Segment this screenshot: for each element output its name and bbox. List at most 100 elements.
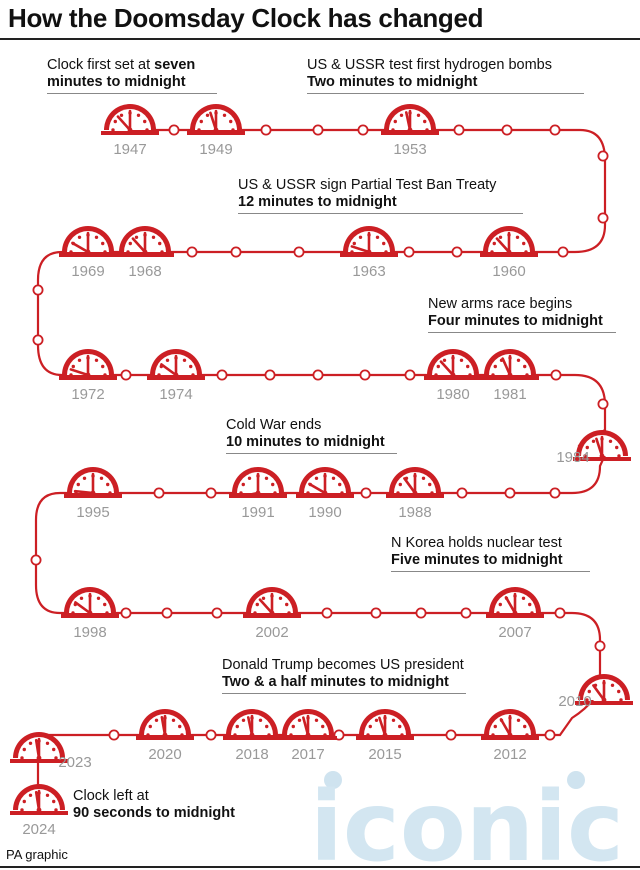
timeline-dot bbox=[205, 487, 217, 499]
annotation-line: New arms race begins bbox=[428, 296, 616, 313]
minute-hand bbox=[258, 598, 274, 615]
year-label: 1972 bbox=[71, 386, 104, 403]
timeline-dot bbox=[30, 554, 42, 566]
annotation-emphasis: seven bbox=[154, 57, 196, 73]
clock-marker-2012: 2012 bbox=[481, 709, 539, 763]
timeline-dot bbox=[360, 487, 372, 499]
annotation-text: Donald Trump becomes US president bbox=[222, 657, 464, 673]
timeline-dot bbox=[501, 124, 513, 136]
timeline-dot bbox=[451, 246, 463, 258]
timeline-dot bbox=[415, 607, 427, 619]
year-label: 2015 bbox=[368, 746, 401, 763]
year-label: 1990 bbox=[308, 504, 341, 521]
timeline-dot bbox=[120, 607, 132, 619]
annotation-line: N Korea holds nuclear test bbox=[391, 535, 590, 552]
timeline-dot bbox=[403, 246, 415, 258]
clock-marker-1953: 1953 bbox=[381, 104, 439, 158]
page-title: How the Doomsday Clock has changed bbox=[8, 3, 484, 33]
year-label: 1980 bbox=[436, 386, 469, 403]
year-label: 1984 bbox=[556, 449, 589, 466]
annotation-line: 12 minutes to midnight bbox=[238, 194, 523, 211]
minute-hand bbox=[73, 489, 95, 495]
timeline-dot bbox=[108, 729, 120, 741]
timeline-dot bbox=[230, 246, 242, 258]
timeline-dot bbox=[260, 124, 272, 136]
clock-marker-1963: 1963 bbox=[340, 226, 398, 280]
clock-marker-1988: 1988 bbox=[386, 467, 444, 521]
timeline-dot bbox=[205, 729, 217, 741]
minute-hand bbox=[439, 360, 455, 377]
year-label: 1991 bbox=[241, 504, 274, 521]
year-label: 2017 bbox=[291, 746, 324, 763]
clock-marker-2015: 2015 bbox=[356, 709, 414, 763]
clock-marker-1991: 1991 bbox=[229, 467, 287, 521]
timeline-dot bbox=[120, 369, 132, 381]
minute-hand bbox=[595, 437, 604, 458]
annotation-line: Two & a half minutes to midnight bbox=[222, 674, 466, 691]
clock-marker-2024: 2024 bbox=[10, 784, 68, 838]
year-label: 1998 bbox=[73, 624, 106, 641]
timeline-dot bbox=[597, 212, 609, 224]
annotation-text: Clock left at bbox=[73, 788, 149, 804]
clock-marker-1984: 1984 bbox=[556, 430, 631, 466]
timeline-dot bbox=[186, 246, 198, 258]
timeline-dot bbox=[359, 369, 371, 381]
timeline-dot bbox=[453, 124, 465, 136]
annotation-line: Four minutes to midnight bbox=[428, 313, 616, 330]
year-label: 2007 bbox=[498, 624, 531, 641]
clock-marker-1990: 1990 bbox=[296, 467, 354, 521]
clock-marker-2020: 2020 bbox=[136, 709, 194, 763]
clock-marker-2002: 2002 bbox=[243, 587, 301, 641]
annotation-line: Two minutes to midnight bbox=[307, 74, 584, 91]
annotation-text: New arms race begins bbox=[428, 296, 573, 312]
clock-marker-1972: 1972 bbox=[59, 349, 117, 403]
annotation-text: US & USSR test first hydrogen bombs bbox=[307, 57, 552, 73]
minute-hand bbox=[239, 491, 260, 499]
timeline-dot bbox=[370, 607, 382, 619]
timeline-dot bbox=[168, 124, 180, 136]
year-label: 1995 bbox=[76, 504, 109, 521]
year-label: 2010 bbox=[558, 693, 591, 710]
timeline-dot bbox=[32, 284, 44, 296]
year-label: 1960 bbox=[492, 263, 525, 280]
minute-hand bbox=[403, 477, 417, 495]
annotation-emphasis: Five minutes to midnight bbox=[391, 552, 563, 568]
year-label: 1968 bbox=[128, 263, 161, 280]
clock-marker-2018: 2018 bbox=[223, 709, 281, 763]
watermark: iconic bbox=[310, 771, 624, 870]
minute-hand bbox=[495, 237, 511, 254]
minute-hand bbox=[69, 368, 90, 377]
annotation-line: Clock left at bbox=[73, 788, 235, 805]
minute-hand bbox=[160, 363, 178, 377]
clock-marker-1980: 1980 bbox=[424, 349, 482, 403]
timeline-dot bbox=[404, 369, 416, 381]
timeline-dot bbox=[357, 124, 369, 136]
clock-marker-2017: 2017 bbox=[279, 709, 337, 763]
annotation-emphasis: 10 minutes to midnight bbox=[226, 434, 385, 450]
minute-hand bbox=[209, 111, 218, 132]
annotation-emphasis: Two minutes to midnight bbox=[307, 74, 478, 90]
clock-marker-1998: 1998 bbox=[61, 587, 119, 641]
timeline-dot bbox=[445, 729, 457, 741]
minute-hand bbox=[131, 237, 147, 254]
clock-marker-1960: 1960 bbox=[480, 226, 538, 280]
annotation-emphasis: 90 seconds to midnight bbox=[73, 805, 235, 821]
timeline-dot bbox=[312, 124, 324, 136]
timeline-dot bbox=[550, 369, 562, 381]
year-label: 1953 bbox=[393, 141, 426, 158]
timeline-dot bbox=[504, 487, 516, 499]
bottom-divider bbox=[0, 866, 640, 868]
clock-marker-2010: 2010 bbox=[558, 674, 633, 710]
annotation-emphasis: Four minutes to midnight bbox=[428, 313, 603, 329]
annotation-line: US & USSR sign Partial Test Ban Treaty bbox=[238, 177, 523, 194]
annotation-line: minutes to midnight bbox=[47, 74, 217, 91]
timeline-dot bbox=[597, 150, 609, 162]
annotation-text: N Korea holds nuclear test bbox=[391, 535, 562, 551]
minute-hand bbox=[350, 245, 371, 254]
year-label: 2012 bbox=[493, 746, 526, 763]
year-label: 1988 bbox=[398, 504, 431, 521]
